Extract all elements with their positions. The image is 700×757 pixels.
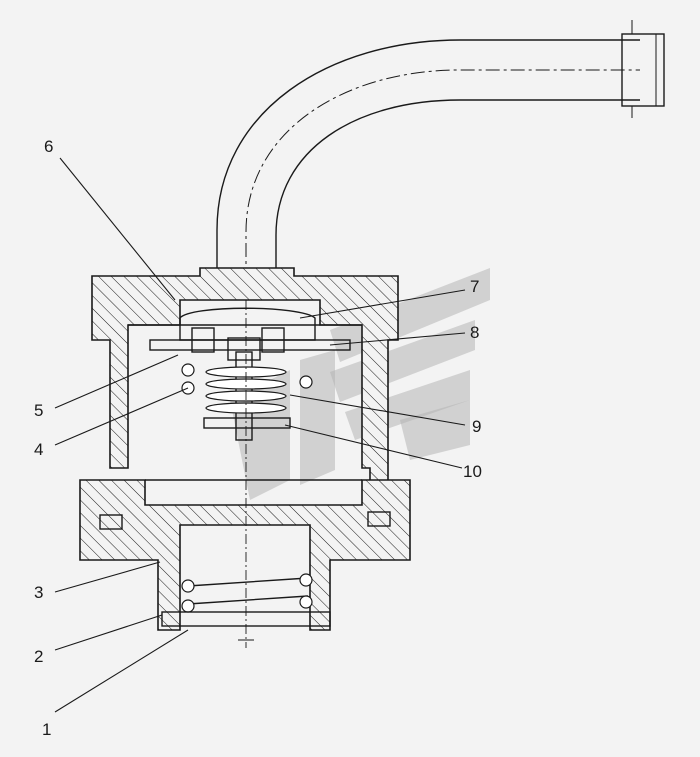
outlet-tube — [216, 20, 665, 282]
callout-2: 2 — [34, 647, 43, 666]
callout-5: 5 — [34, 401, 43, 420]
callout-6: 6 — [44, 137, 53, 156]
lower-spring — [161, 573, 331, 627]
callout-7: 7 — [470, 277, 479, 296]
callout-1: 1 — [42, 720, 51, 739]
callout-3: 3 — [34, 583, 43, 602]
diaphragm-assembly — [149, 307, 351, 361]
callout-10: 10 — [463, 462, 482, 481]
callout-4: 4 — [34, 440, 43, 459]
leader-lines — [54, 157, 466, 713]
valve-body-upper — [91, 267, 399, 501]
upper-spring — [181, 363, 313, 414]
callout-9: 9 — [472, 417, 481, 436]
valve-body-lower — [79, 479, 411, 631]
callout-8: 8 — [470, 323, 479, 342]
